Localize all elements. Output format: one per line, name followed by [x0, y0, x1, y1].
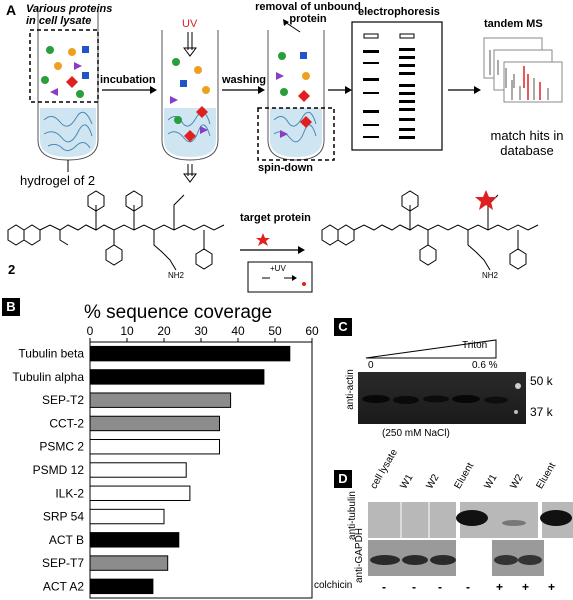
category-label: CCT-2 [49, 416, 84, 430]
category-label: PSMD 12 [33, 463, 85, 477]
ms-spectra [483, 37, 563, 103]
category-label: Tubulin alpha [12, 370, 84, 384]
panel-c-letter: C [334, 318, 352, 336]
anti-gapdh-label: anti-GAPDH [354, 527, 366, 584]
triton-label: Triton [462, 340, 488, 351]
marker-50k-label: 50 k [530, 374, 553, 388]
x-tick-label: 40 [231, 324, 245, 338]
gel [351, 21, 443, 151]
uv-reaction-label: +UV [270, 264, 286, 273]
panel-d-letter: D [334, 470, 352, 488]
colchicin-sign: - [438, 580, 442, 594]
x-tick-label: 20 [157, 324, 171, 338]
coverage-bar [89, 578, 154, 595]
coverage-bar [89, 508, 165, 525]
anti-actin-label: anti-actin [344, 369, 356, 410]
category-label: ACT A2 [43, 579, 84, 593]
category-label: Tubulin beta [18, 347, 84, 361]
marker-37k-label: 37 k [530, 405, 553, 419]
nh2-label-left: NH2 [168, 271, 185, 280]
x-tick-label: 0 [87, 324, 94, 338]
product-structure [321, 190, 539, 271]
colchicin-label: colchicin [314, 580, 353, 591]
washing-label: washing [222, 74, 267, 86]
target-protein-label: target protein [240, 212, 311, 224]
nh2-label-right: NH2 [482, 271, 499, 280]
coverage-bar [89, 392, 232, 408]
tandem-ms-label: tandem MS [484, 18, 543, 30]
tube-1 [29, 8, 99, 161]
category-label: SRP 54 [43, 510, 84, 524]
category-label: SEP-T2 [42, 393, 84, 407]
coverage-bar [89, 345, 291, 362]
colchicin-sign: - [466, 580, 470, 594]
gapdh-blot [368, 540, 573, 576]
electrophoresis-label: electrophoresis [358, 6, 440, 18]
match-hits-label: match hits in database [490, 128, 564, 158]
panel-a-letter: A [6, 2, 17, 18]
coverage-bar [89, 485, 191, 501]
tube-3 [257, 30, 335, 161]
x-tick-label: 60 [305, 324, 319, 338]
compound-2-label: 2 [8, 262, 16, 277]
coverage-bar [89, 532, 180, 548]
x-tick-label: 50 [268, 324, 282, 338]
coverage-bar [89, 439, 220, 455]
colchicin-sign: - [412, 580, 416, 594]
category-label: PSMC 2 [39, 440, 84, 454]
colchicin-sign: + [496, 580, 504, 594]
coverage-bar [89, 369, 265, 385]
panel-a-graphics [7, 8, 563, 293]
spin-down-label: spin-down [258, 162, 313, 174]
x-tick-label: 10 [120, 324, 134, 338]
coverage-bar [89, 462, 187, 478]
tubulin-blot [368, 502, 573, 538]
coverage-bar [89, 415, 220, 432]
uv-label: UV [182, 18, 198, 30]
actin-blot [358, 372, 526, 424]
category-label: SEP-T7 [42, 556, 84, 570]
panel-b-letter: B [2, 298, 20, 316]
tube-2 [161, 30, 219, 161]
colchicin-sign: - [382, 580, 386, 594]
coverage-bar [89, 555, 169, 571]
colchicin-sign: + [522, 580, 530, 594]
removal-label: removal of unbound protein [255, 1, 361, 25]
triton-end-label: 0.6 % [472, 360, 498, 371]
colchicin-sign: + [548, 580, 556, 594]
incubation-label: incubation [100, 74, 156, 86]
lysate-label: Various proteins in cell lysate [26, 3, 113, 27]
triton-start-label: 0 [368, 360, 374, 371]
compound-2-structure [7, 190, 225, 271]
nacl-label: (250 mM NaCl) [382, 428, 450, 439]
category-label: ACT B [49, 533, 84, 547]
hydrogel-label: hydrogel of 2 [20, 173, 96, 188]
chart-title: % sequence coverage [84, 302, 273, 323]
category-label: ILK-2 [55, 486, 84, 500]
x-tick-label: 30 [194, 324, 208, 338]
